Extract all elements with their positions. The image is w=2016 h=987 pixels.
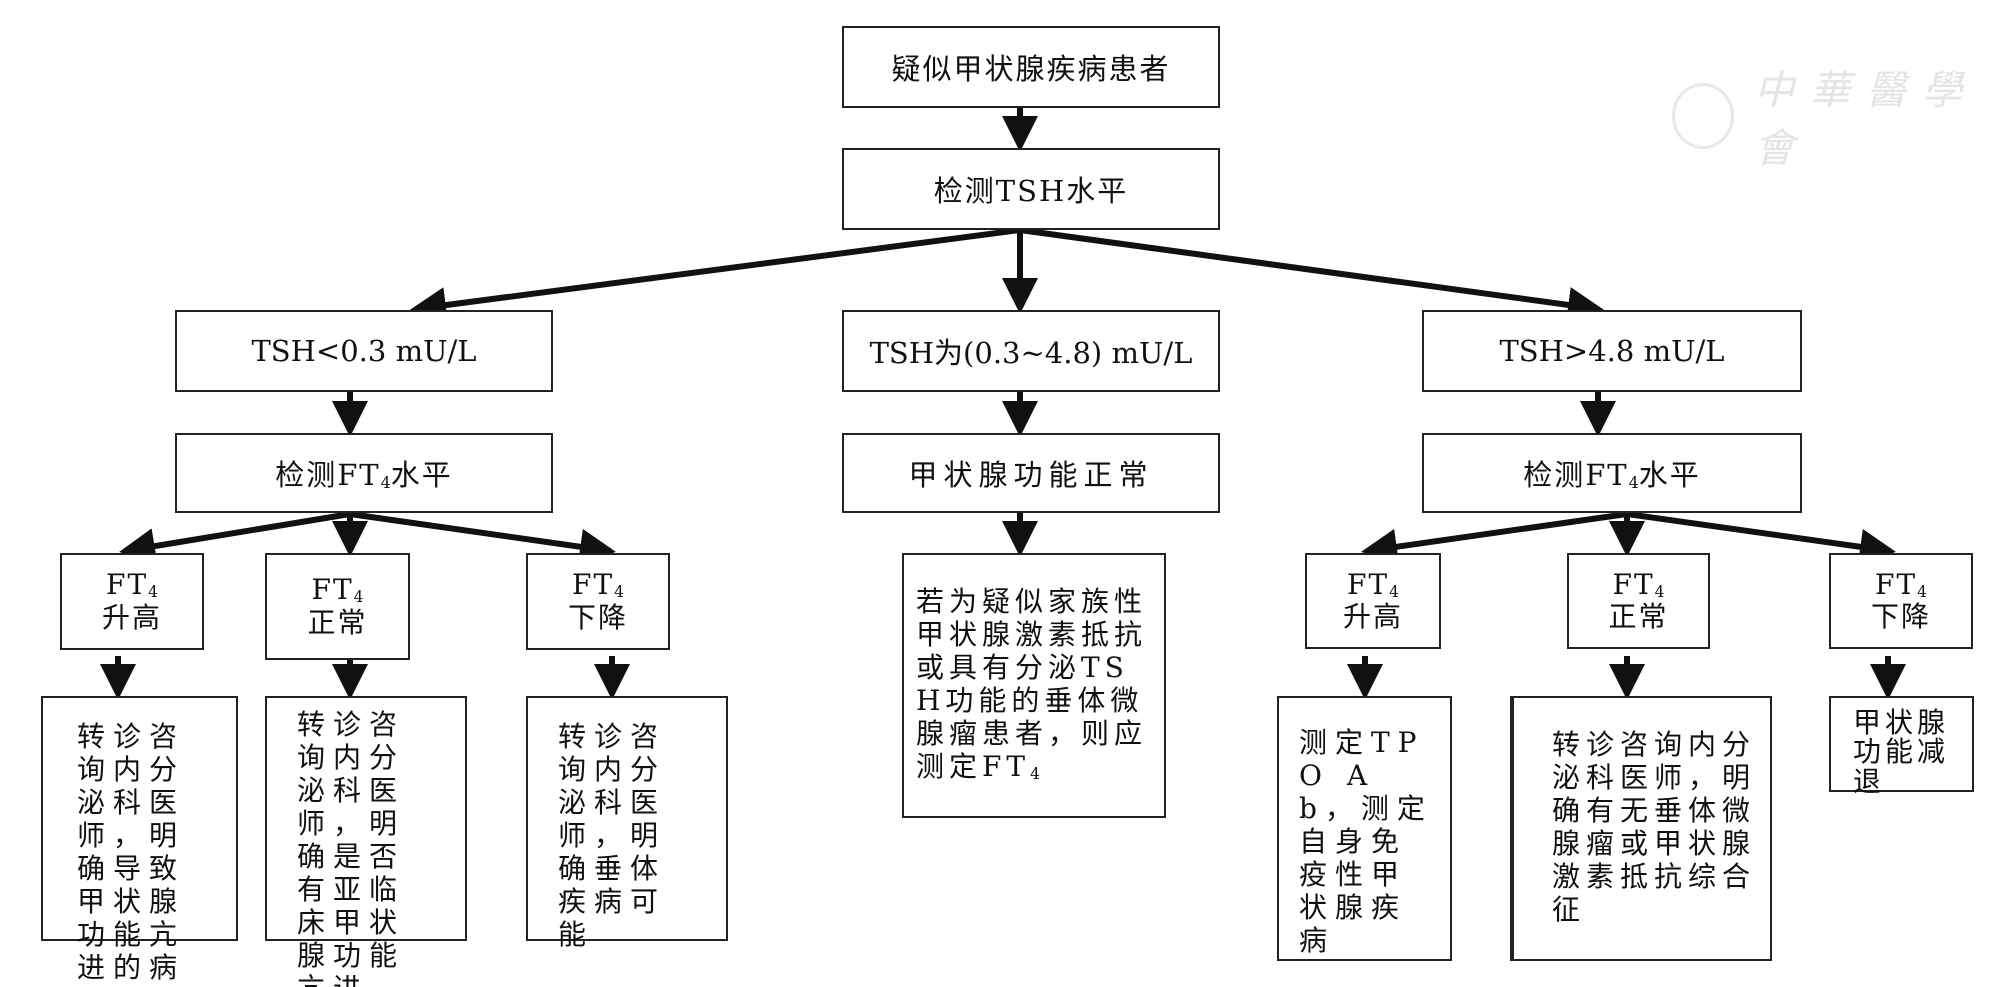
left-high-result: 转诊咨询内分泌科医师，明确导致甲状腺功能亢进的病因 [41,696,238,987]
test-tsh-label: 检测TSH水平 [933,174,1129,208]
right-normal-result: 转诊咨询内分泌科医师，明确有无垂体微腺瘤或甲状腺激素抵抗综合征 [1510,696,1772,961]
start-node-label: 疑似甲状腺疾病患者 [891,52,1171,86]
left-ft4-high-label: 升高 [101,600,162,634]
center-result: 若为疑似家族性甲状腺激素抵抗或具有分泌TSH功能的垂体微腺瘤患者，则应测定FT4 [902,553,1166,818]
tsh-high-node: TSH>4.8 mU/L [1422,310,1802,392]
right-low-result-text: 甲状腺功能减退 [1853,706,1950,798]
watermark: 中華醫學會 [1672,58,2016,174]
arrow-test-to-low [410,227,1021,323]
left-ft4-normal-label: 正常 [307,605,368,639]
right-ft4-high-label: 升高 [1342,600,1403,634]
arrow-left-ft4-low [349,511,616,565]
left-test-ft4-node: 检测FT4水平 [175,433,553,513]
thyroid-normal-node: 甲状腺功能正常 [842,433,1220,513]
right-test-ft4-label: 检测FT4水平 [1523,458,1701,493]
left-normal-result-text: 转诊咨询内分泌科医师，明确是否有亚临床甲状腺功能亢进 [297,708,406,987]
right-ft4-normal-label: 正常 [1608,600,1669,634]
right-test-ft4-node: 检测FT4水平 [1422,433,1802,513]
tsh-normal-label: TSH为(0.3~4.8) mU/L [869,336,1193,370]
right-low-result: 甲状腺功能减退 [1829,696,1974,796]
arrow-right-ft4-low [1626,511,1896,565]
start-node: 疑似甲状腺疾病患者 [842,26,1220,108]
right-normal-result-text: 转诊咨询内分泌科医师，明确有无垂体微腺瘤或甲状腺激素抵抗综合征 [1552,728,1757,927]
society-seal-icon [1672,83,1735,149]
left-low-result: 转诊咨询内分泌科医师，明确垂体疾病可能 [526,696,728,951]
tsh-high-label: TSH>4.8 mU/L [1499,334,1725,368]
right-high-result-text: 测定TPO Ab，测定自身免疫性甲状腺疾病 [1299,726,1433,958]
left-low-result-text: 转诊咨询内分泌科医师，明确垂体疾病可能 [558,720,667,952]
arrow-left-ft4-high [119,511,351,564]
left-ft4-low-label: 下降 [567,600,628,634]
left-high-result-text: 转诊咨询内分泌科医师，明确导致甲状腺功能亢进的病因 [77,720,186,987]
arrow-test-to-high [1019,227,1604,323]
arrow-right-ft4-high [1361,511,1628,565]
test-tsh-node: 检测TSH水平 [842,148,1220,230]
right-high-result: 测定TPO Ab，测定自身免疫性甲状腺疾病 [1277,696,1452,961]
tsh-low-label: TSH<0.3 mU/L [251,334,477,368]
left-normal-result: 转诊咨询内分泌科医师，明确是否有亚临床甲状腺功能亢进 [265,696,467,987]
tsh-normal-node: TSH为(0.3~4.8) mU/L [842,310,1220,392]
watermark-text: 中華醫學會 [1754,68,1979,172]
left-test-ft4-label: 检测FT4水平 [275,458,453,493]
tsh-low-node: TSH<0.3 mU/L [175,310,553,392]
right-ft4-low-label: 下降 [1870,600,1931,634]
thyroid-normal-label: 甲状腺功能正常 [908,458,1154,492]
center-result-text: 若为疑似家族性甲状腺激素抵抗或具有分泌TSH功能的垂体微腺瘤患者，则应测定FT4 [916,585,1148,784]
